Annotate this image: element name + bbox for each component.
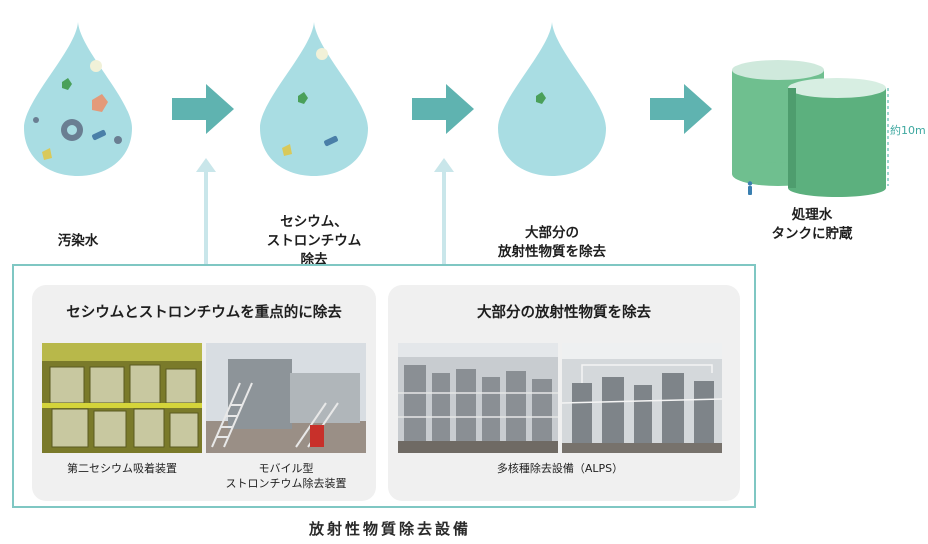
- mobile-strontium-photo: [206, 343, 366, 453]
- tank-front-icon: [788, 78, 886, 197]
- remaining-particles-icon: [282, 48, 338, 156]
- person-scale-icon: [746, 180, 754, 199]
- alps-photo-2: [562, 343, 722, 453]
- storage-tanks: [728, 58, 892, 198]
- cesium-removed-drop: [258, 20, 370, 178]
- stage-label-stored: 処理水 タンクに貯蔵: [771, 207, 853, 242]
- up-arrow-left: [196, 158, 216, 272]
- remaining-particle-icon: [536, 92, 546, 104]
- caption-alps: 多核種除去設備（ALPS）: [496, 462, 624, 475]
- contaminated-water-drop: [22, 20, 134, 178]
- stage-label-contaminated: 汚染水: [57, 233, 99, 249]
- stage-label-most-removed: 大部分の 放射性物質を除去: [498, 225, 606, 260]
- contaminant-particles-icon: [33, 60, 122, 160]
- panel-alps: 大部分の放射性物質を除去: [388, 285, 740, 501]
- panel-cesium-strontium: セシウムとストロンチウムを重点的に除去: [32, 285, 376, 501]
- caption-mobile-strontium: モバイル型 ストロンチウム除去装置: [225, 462, 347, 490]
- up-arrow-right: [434, 158, 454, 272]
- tank-height-label: 約10m: [890, 124, 926, 137]
- cesium-adsorption-photo: [42, 343, 202, 453]
- panel-title-alps: 大部分の放射性物質を除去: [477, 305, 651, 321]
- flow-arrow-3: [650, 84, 712, 134]
- system-title: 放射性物質除去設備: [308, 520, 471, 538]
- most-removed-drop: [496, 20, 608, 178]
- flow-arrow-2: [412, 84, 474, 134]
- stage-label-cesium-removed: セシウム、 ストロンチウム 除去: [266, 214, 362, 268]
- panel-title-cesium-strontium: セシウムとストロンチウムを重点的に除去: [66, 305, 342, 321]
- flow-arrow-1: [172, 84, 234, 134]
- alps-photo-1: [398, 343, 558, 453]
- caption-cesium-adsorption: 第二セシウム吸着装置: [67, 462, 177, 475]
